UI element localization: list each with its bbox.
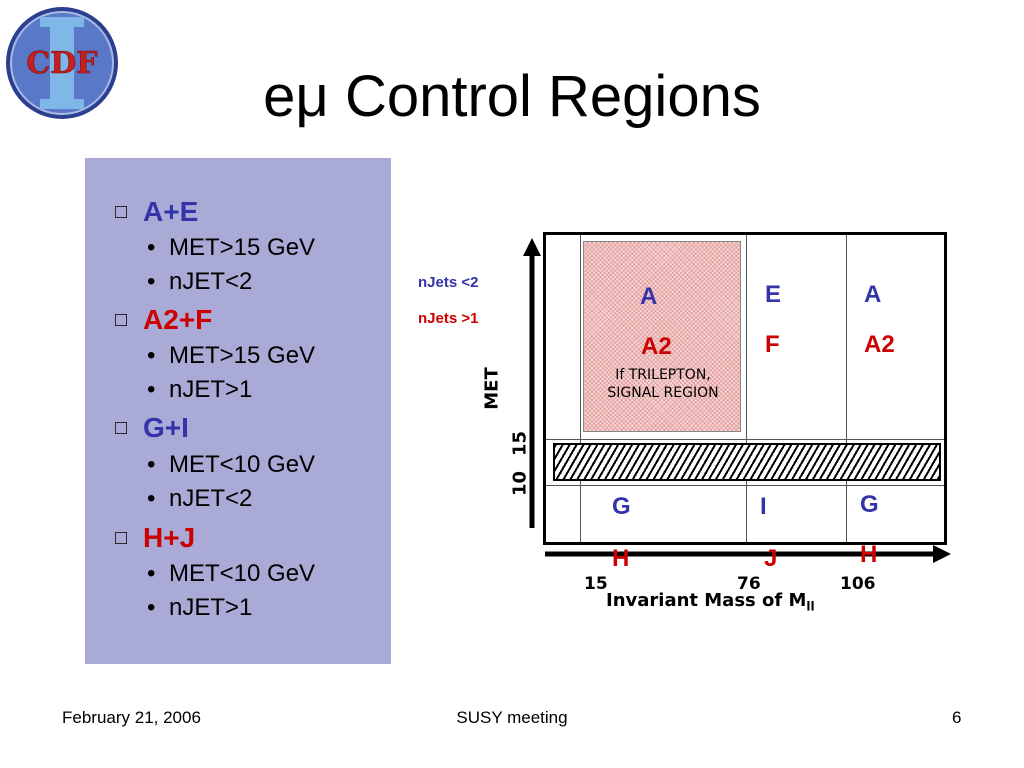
signal-region-note: If TRILEPTON, SIGNAL REGION (607, 367, 719, 401)
footer-date: February 21, 2006 (62, 708, 201, 727)
excluded-met-band (553, 443, 941, 481)
svg-text:CDF: CDF (26, 46, 97, 81)
diagram-axes (523, 238, 951, 563)
x-tick-15: 15 (584, 574, 608, 594)
grid-line (846, 235, 847, 542)
checkbox-glyph: □ (115, 201, 128, 223)
x-axis-label: Invariant Mass of Mll (606, 590, 815, 614)
criterion-item: •nJET>1 (147, 594, 253, 621)
x-tick-76: 76 (737, 574, 761, 594)
region-label-j: J (764, 545, 778, 572)
region-label-h: H (612, 545, 630, 572)
region-label-e: E (765, 281, 782, 308)
x-tick-106: 106 (840, 574, 876, 594)
grid-line (546, 439, 944, 440)
region-label-a2: A2 (641, 333, 672, 360)
footer-meeting: SUSY meeting (456, 708, 568, 727)
group-heading: □A+E (115, 196, 199, 227)
checkbox-glyph: □ (115, 527, 128, 549)
region-label-f: F (765, 331, 780, 358)
criterion-item: •nJET<2 (147, 485, 253, 512)
region-label-a: A (864, 281, 882, 308)
page-title: eμ Control Regions (263, 64, 761, 129)
legend-low-njets: nJets <2 (418, 274, 479, 291)
signal-region (583, 241, 741, 432)
y-tick-10: 10 (509, 470, 531, 497)
grid-line (546, 485, 944, 486)
criterion-item: •MET>15 GeV (147, 234, 316, 261)
region-label-g: G (612, 493, 631, 520)
criterion-item: •MET<10 GeV (147, 451, 316, 478)
criterion-item: •nJET<2 (147, 268, 253, 295)
region-label-g: G (860, 491, 879, 518)
region-label-h: H (860, 541, 878, 568)
region-label-a2: A2 (864, 331, 895, 358)
criterion-item: •MET<10 GeV (147, 560, 316, 587)
region-label-a: A (640, 283, 658, 310)
group-heading: □H+J (115, 522, 196, 553)
group-heading: □G+I (115, 412, 189, 443)
group-heading: □A2+F (115, 304, 213, 335)
grid-line (746, 235, 747, 542)
region-label-i: I (760, 493, 767, 520)
cdf-logo: CDF (6, 7, 118, 119)
y-axis-label: MET (481, 367, 503, 410)
grid-line (580, 235, 581, 542)
y-tick-15: 15 (509, 430, 531, 457)
criteria-panel: □A+E •MET>15 GeV •nJET<2 □A2+F •MET>15 G… (85, 158, 391, 664)
checkbox-glyph: □ (115, 309, 128, 331)
footer-page-number: 6 (952, 708, 962, 727)
checkbox-glyph: □ (115, 417, 128, 439)
legend-high-njets: nJets >1 (418, 310, 479, 327)
criterion-item: •MET>15 GeV (147, 342, 316, 369)
criterion-item: •nJET>1 (147, 376, 253, 403)
